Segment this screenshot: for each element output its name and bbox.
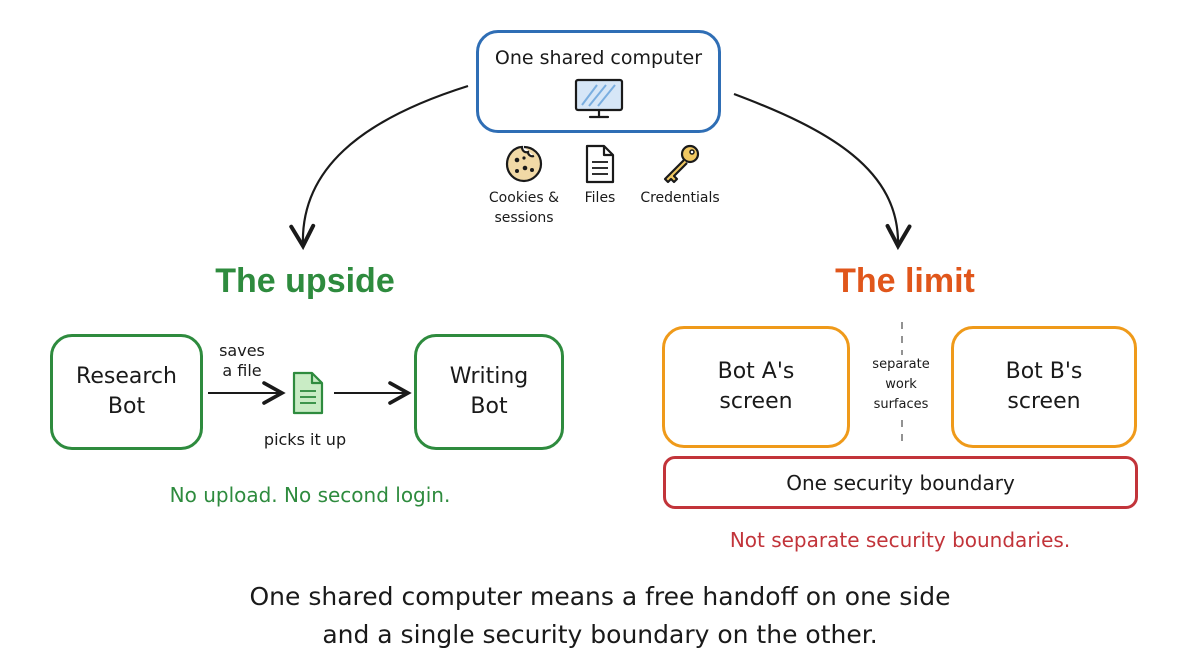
upside-heading: The upside xyxy=(215,262,395,300)
handoff-file-icon xyxy=(292,371,324,415)
file-icon xyxy=(585,144,615,184)
shared-computer-box: One shared computer xyxy=(476,30,721,133)
security-boundary-box: One security boundary xyxy=(663,456,1138,509)
key-icon xyxy=(663,144,700,184)
picks-it-up-label: picks it up xyxy=(263,430,347,449)
shared-computer-title: One shared computer xyxy=(494,47,703,69)
security-boundary-label: One security boundary xyxy=(786,470,1015,495)
caption-line-1: One shared computer means a free handoff… xyxy=(249,582,951,611)
research-bot-box: Research Bot xyxy=(50,334,203,450)
arrow-to-limit xyxy=(733,92,912,251)
files-label: Files xyxy=(584,190,616,206)
bot-a-screen-box: Bot A's screen xyxy=(662,326,850,448)
cookie-icon xyxy=(505,145,543,183)
cookies-label: Cookies & sessions xyxy=(488,190,560,226)
caption-line-2: and a single security boundary on the ot… xyxy=(322,620,878,649)
credentials-label: Credentials xyxy=(640,190,720,206)
upside-note: No upload. No second login. xyxy=(169,483,451,507)
limit-note: Not separate security boundaries. xyxy=(729,528,1071,552)
monitor-icon xyxy=(574,78,623,119)
limit-heading: The limit xyxy=(835,262,975,300)
arrow-to-upside xyxy=(289,84,469,251)
bot-b-screen-box: Bot B's screen xyxy=(951,326,1137,448)
separate-surfaces-label: separate work surfaces xyxy=(855,355,947,415)
writing-bot-box: Writing Bot xyxy=(414,334,564,450)
saves-file-label: saves a file xyxy=(219,341,265,380)
